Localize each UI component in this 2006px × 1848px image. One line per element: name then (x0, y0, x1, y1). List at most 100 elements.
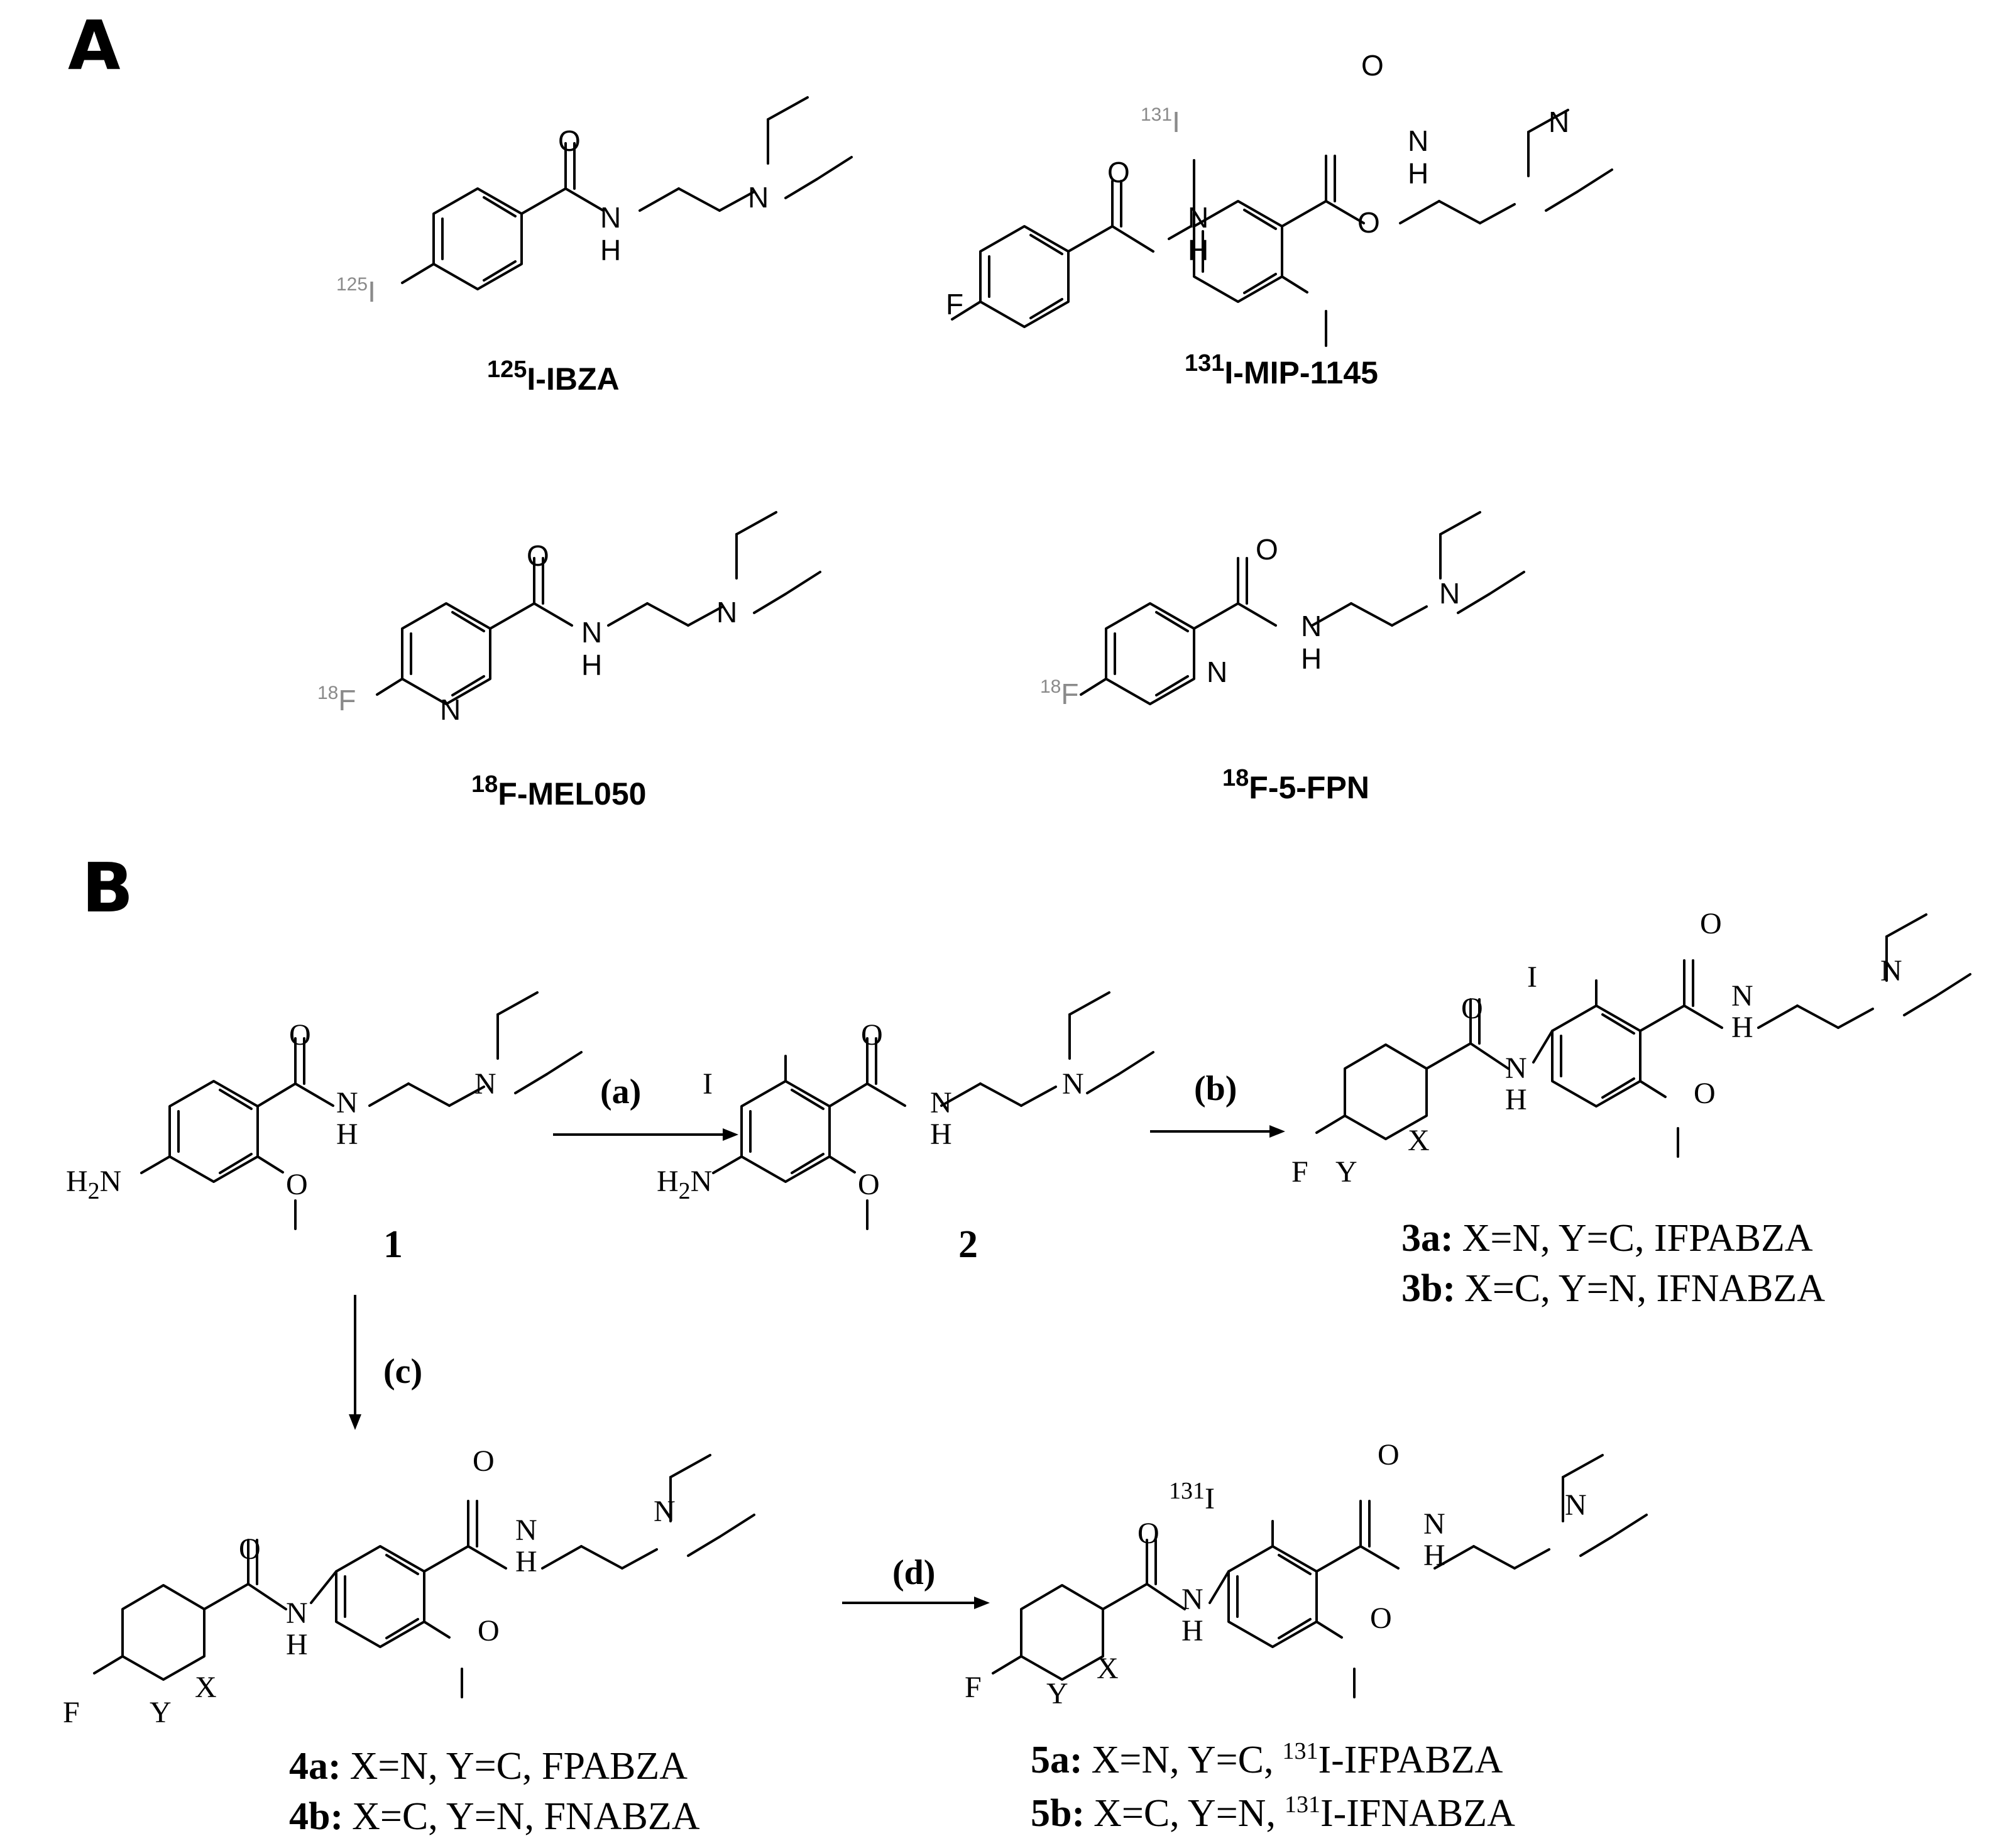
caption-isotope: 18 (471, 771, 498, 798)
atom-f: F (63, 1696, 80, 1729)
atom-y: Y (1046, 1677, 1068, 1710)
atom-n-amide: N (1188, 201, 1209, 234)
caption-text: X=C, Y=N, FNABZA (352, 1795, 700, 1838)
atom-fluorine: F (1061, 678, 1078, 710)
atom-o: O (527, 539, 549, 572)
h2n-h: H (66, 1165, 88, 1198)
structure-18f-mel050 (376, 511, 821, 705)
h2n-n: N (691, 1165, 713, 1198)
atom-h-amide: H (581, 649, 602, 681)
caption-125i-ibza: 125I-IBZA (487, 356, 620, 397)
panel-label-a: A (68, 7, 121, 85)
caption-label: 3b: (1401, 1267, 1455, 1310)
atom-131i: 131I (1169, 1478, 1215, 1515)
atom-n-amine: N (474, 1067, 496, 1101)
atom-n-amide: N (1423, 1507, 1445, 1541)
atom-h2n: H2N (66, 1165, 121, 1204)
structure-131i-mip-1145 (951, 109, 1613, 347)
atom-h-amide: H (1181, 1614, 1203, 1647)
atom-n-amide: N (600, 201, 621, 234)
caption-isotope: 125 (487, 356, 527, 383)
atom-n-amide: N (336, 1086, 358, 1119)
caption-text: X=N, Y=C, IFPABZA (1462, 1217, 1813, 1260)
caption-131i-mip-1145: 131I-MIP-1145 (1185, 350, 1378, 390)
caption-name: F-MEL050 (498, 776, 646, 811)
iso-18: 18 (317, 683, 338, 703)
atom-n-amine: N (1062, 1067, 1084, 1101)
atom-h-amide: H (1408, 157, 1428, 190)
arrowhead-step-b (1269, 1125, 1285, 1138)
structure-compound-2 (712, 991, 1154, 1230)
caption-isotope: 18 (1222, 765, 1249, 791)
caption-text: X=N, Y=C, FPABZA (350, 1745, 688, 1788)
arrowhead-step-c (349, 1414, 361, 1430)
atom-o-methoxy: O (1694, 1077, 1716, 1110)
atom-n-amine: N (716, 596, 737, 629)
atom-n-amine: N (1439, 577, 1460, 610)
caption-3b: 3b:X=C, Y=N, IFNABZA (1401, 1267, 1825, 1310)
atom-x: X (195, 1671, 217, 1704)
atom-h-amide: H (336, 1118, 358, 1151)
arrowhead-step-a (723, 1128, 738, 1141)
atom-o-methoxy: O (1357, 206, 1380, 239)
atom-18f: 18F (317, 683, 356, 717)
structure-compound-1 (140, 991, 583, 1230)
atom-n-amide: N (1301, 610, 1322, 642)
caption-5a: 5a:X=N, Y=C,131I-IFPABZA (1031, 1738, 1503, 1781)
h2n-h: H (657, 1165, 679, 1198)
caption-label: 5a: (1031, 1739, 1083, 1781)
caption-3a: 3a:X=N, Y=C, IFPABZA (1401, 1217, 1813, 1260)
caption-text: X=N, Y=C, (1092, 1739, 1274, 1781)
step-label-d: (d) (892, 1553, 935, 1592)
panel-label-b: B (82, 849, 133, 928)
atom-n-ring: N (440, 693, 461, 726)
atom-x: X (1097, 1652, 1119, 1685)
atom-o: O (239, 1532, 261, 1566)
compound-number-2: 2 (958, 1223, 978, 1266)
atom-n-amide: N (930, 1086, 952, 1119)
atom-o: O (1361, 49, 1384, 82)
atom-o: O (1107, 156, 1130, 189)
step-label-b: (b) (1194, 1069, 1237, 1108)
caption-5b: 5b:X=C, Y=N,131I-IFNABZA (1031, 1791, 1515, 1835)
atom-iodine: I (368, 275, 376, 308)
atom-h-amide: H (1301, 642, 1322, 675)
caption-isotope: 131 (1185, 350, 1224, 377)
atom-131i: 131I (1141, 104, 1180, 138)
atom-f: F (965, 1671, 982, 1704)
h2n-n: N (100, 1165, 122, 1198)
atom-iodine: I (703, 1067, 713, 1101)
iso-125: 125 (336, 274, 368, 295)
atom-125i: 125I (336, 274, 376, 308)
caption-18f-mel050: 18F-MEL050 (471, 771, 646, 811)
structure-compound-5 (992, 1454, 1648, 1698)
atom-h2n: H2N (657, 1165, 712, 1204)
atom-n-ring: N (1207, 656, 1227, 688)
atom-h-amide: H (286, 1628, 308, 1661)
structure-compound-4 (93, 1454, 755, 1698)
atom-n-amine: N (1880, 954, 1902, 987)
caption-label: 5b: (1031, 1792, 1085, 1835)
atom-o: O (289, 1018, 311, 1052)
atom-h-amide: H (1188, 234, 1209, 267)
atom-18f: 18F (1040, 676, 1078, 710)
atom-h-amide: H (1423, 1539, 1445, 1572)
atom-n-amide: N (1505, 1052, 1527, 1085)
caption-name: I-MIP-1145 (1224, 355, 1378, 390)
structure-125i-ibza (401, 96, 853, 290)
caption-name: F-5-FPN (1249, 770, 1369, 805)
atom-n-amide: N (581, 616, 602, 649)
caption-name: I-IFNABZA (1320, 1792, 1515, 1835)
atom-o: O (1700, 907, 1722, 940)
caption-18f-5-fpn: 18F-5-FPN (1222, 765, 1369, 805)
atom-h-amide: H (1505, 1083, 1527, 1116)
atom-f: F (946, 288, 963, 321)
atom-iodine: I (1205, 1482, 1215, 1515)
caption-label: 4a: (289, 1745, 341, 1788)
atom-iodine: I (1527, 960, 1537, 994)
atom-n-amide: N (1408, 124, 1428, 157)
caption-isotope: 131 (1285, 1791, 1320, 1818)
arrowhead-step-d (974, 1597, 990, 1609)
atom-n-amine: N (748, 181, 769, 214)
